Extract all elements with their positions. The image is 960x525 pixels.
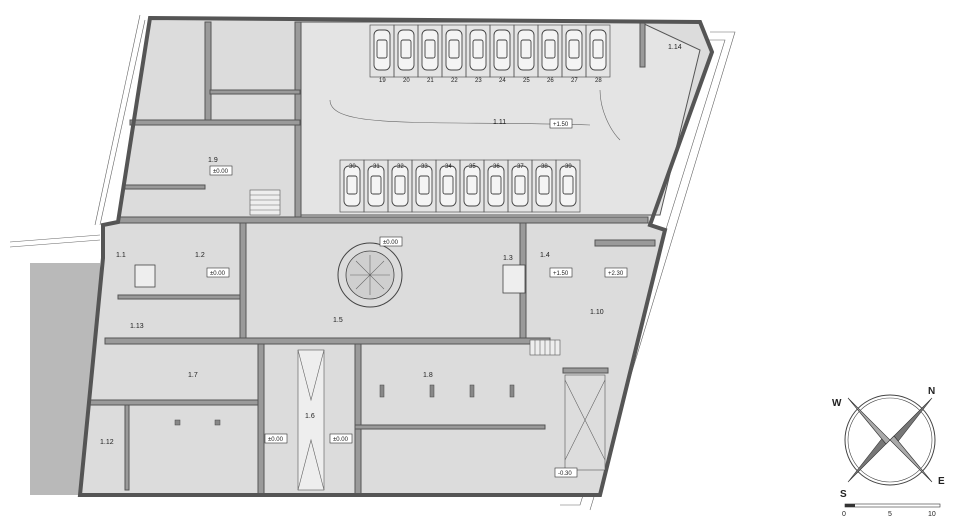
room-label-1-13: 1.13 [130, 323, 144, 330]
elevation-1-4: +1.50 [553, 271, 569, 277]
compass-south-arrow [847, 435, 891, 483]
scale-bar: 0 5 10 [842, 503, 941, 518]
scale-label-10: 10 [928, 511, 936, 518]
room-label-1-7: 1.7 [188, 372, 198, 379]
car-roof [538, 175, 550, 195]
car-roof [568, 39, 580, 59]
parking-row-top: 19 20 21 22 23 24 25 26 27 28 [369, 24, 611, 84]
parking-slot [555, 159, 581, 213]
car-roof [496, 39, 508, 59]
parking-number: 22 [451, 78, 458, 84]
elevation-1-9: ±0.00 [213, 169, 229, 175]
parking-slot [585, 24, 611, 78]
parking-number: 30 [349, 164, 356, 170]
elevator [134, 264, 156, 288]
parking-number: 35 [469, 164, 476, 170]
car-roof [394, 175, 406, 195]
elevation-1-11: +1.50 [553, 122, 569, 128]
car-roof [514, 175, 526, 195]
room-label-1-4: 1.4 [540, 252, 550, 259]
elevation-1-2: ±0.00 [210, 271, 226, 277]
compass-west-arrow [847, 397, 891, 445]
parking-number: 36 [493, 164, 500, 170]
parking-number: 19 [379, 78, 386, 84]
parking-number: 28 [595, 78, 602, 84]
room-label-1-14: 1.14 [668, 44, 682, 51]
room-label-1-5: 1.5 [333, 317, 343, 324]
car-roof [592, 39, 604, 59]
car-roof [418, 175, 430, 195]
site-line [9, 234, 101, 243]
parking-number: 26 [547, 78, 554, 84]
compass-n: N [928, 386, 935, 397]
elevation-tags: ±0.00 ±0.00 ±0.00 ±0.00 ±0.00 +1.50 +1.5… [206, 118, 628, 478]
exterior-wall [77, 15, 715, 497]
car-roof [448, 39, 460, 59]
elevation-1-6-left: ±0.00 [268, 437, 284, 443]
parking-number: 38 [541, 164, 548, 170]
parking-number: 39 [565, 164, 572, 170]
car-roof [400, 39, 412, 59]
room-label-1-3: 1.3 [503, 255, 513, 262]
car-roof [544, 39, 556, 59]
compass-s: S [840, 489, 847, 500]
parking-number: 27 [571, 78, 578, 84]
room-label-1-12: 1.12 [100, 439, 114, 446]
elevation-1-10: +2.30 [608, 271, 624, 277]
compass-e: E [938, 476, 945, 487]
columns [174, 384, 515, 426]
parking-number: 33 [421, 164, 428, 170]
car-roof [376, 39, 388, 59]
room-label-1-11: 1.11 [493, 119, 506, 126]
parking-number: 20 [403, 78, 410, 84]
parking-number: 23 [475, 78, 482, 84]
atrium-tree [337, 242, 403, 308]
compass-rose: N W E S [832, 386, 945, 500]
elevation-1-6-right: ±0.00 [333, 437, 349, 443]
parking-number: 31 [373, 164, 380, 170]
site-line [94, 14, 141, 226]
room-label-1-8: 1.8 [423, 372, 433, 379]
room-label-1-2: 1.2 [195, 252, 205, 259]
parking-row-bottom: 30 31 32 33 34 35 36 37 38 39 [339, 159, 581, 213]
room-label-1-1: 1.1 [116, 252, 126, 259]
car-roof [466, 175, 478, 195]
elevation-stair: -0.30 [558, 471, 572, 477]
scale-label-0: 0 [842, 511, 846, 518]
compass-north-arrow [889, 397, 933, 445]
car-roof [520, 39, 532, 59]
site-line [589, 31, 736, 511]
car-roof [370, 175, 382, 195]
site-line [99, 19, 146, 226]
parking-number: 21 [427, 78, 434, 84]
parking-number: 34 [445, 164, 452, 170]
compass-east-arrow [889, 435, 933, 483]
car-roof [424, 39, 436, 59]
parking-number: 25 [523, 78, 530, 84]
elevation-1-5: ±0.00 [383, 240, 399, 246]
elevator [502, 264, 526, 294]
car-roof [490, 175, 502, 195]
room-label-1-10: 1.10 [590, 309, 604, 316]
scale-label-5: 5 [888, 511, 892, 518]
site-line [9, 239, 101, 248]
car-roof [346, 175, 358, 195]
room-label-1-6: 1.6 [305, 413, 315, 420]
room-label-1-9: 1.9 [208, 157, 218, 164]
car-roof [472, 39, 484, 59]
parking-number: 37 [517, 164, 524, 170]
car-roof [562, 175, 574, 195]
parking-number: 32 [397, 164, 404, 170]
car-roof [442, 175, 454, 195]
parking-number: 24 [499, 78, 506, 84]
drive-aisle [329, 89, 621, 141]
compass-w: W [832, 398, 842, 409]
stairs [249, 189, 606, 491]
